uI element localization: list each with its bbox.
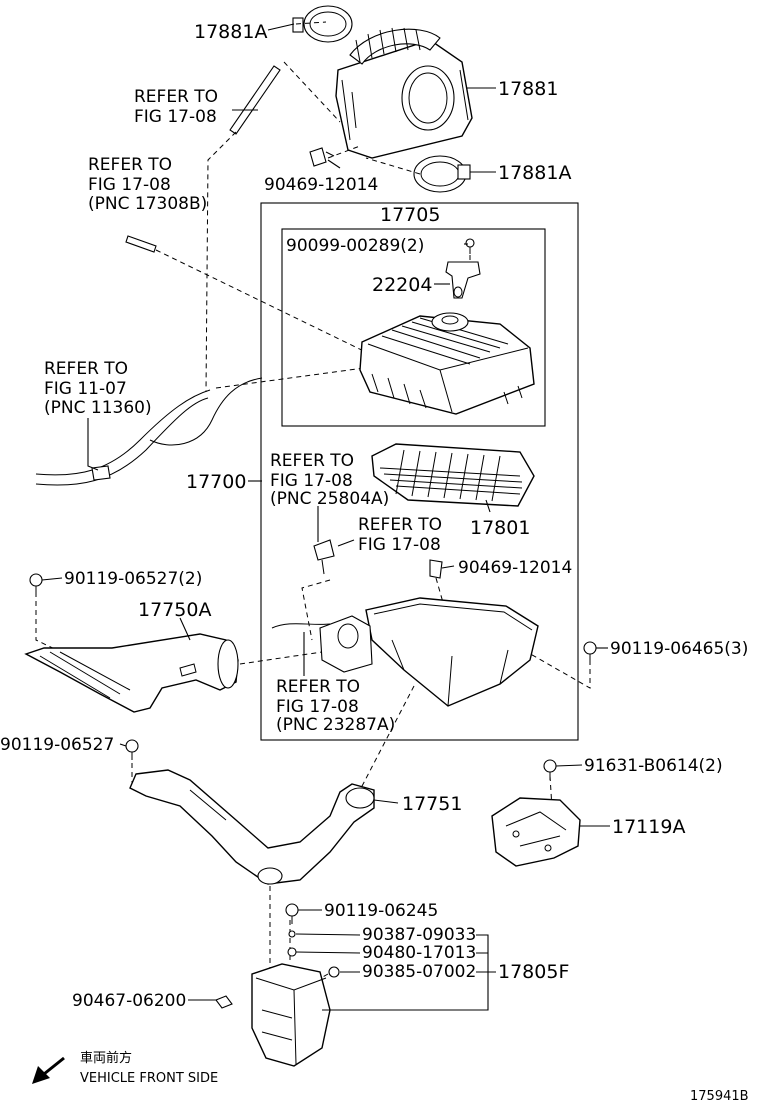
label-17801: 17801 — [470, 517, 530, 539]
clamp-17881a-top — [292, 5, 353, 43]
label-90385: 90385-07002 — [362, 962, 476, 982]
label-refer-f-line3: (PNC 23287A) — [276, 715, 395, 735]
refer-hose-a — [229, 65, 281, 135]
label-front-jp: 車両前方 — [80, 1050, 132, 1066]
label-refer-a-line2: FIG 17-08 — [134, 107, 217, 127]
label-90469-top: 90469-12014 — [264, 175, 378, 195]
bolt-90119-06527 — [125, 739, 139, 760]
harness-refer-c — [35, 377, 263, 486]
label-refer-e-line2: FIG 17-08 — [358, 535, 441, 555]
label-refer-c-line1: REFER TO — [44, 359, 128, 379]
label-17881a-top: 17881A — [194, 21, 267, 43]
clip-90469-top — [309, 147, 335, 167]
label-17700: 17700 — [186, 471, 246, 493]
assembly-line-4 — [155, 249, 375, 357]
screw-90099 — [465, 238, 475, 254]
refer-hose-b — [125, 235, 157, 253]
air-cleaner-case — [271, 597, 539, 707]
label-17750a: 17750A — [138, 599, 211, 621]
assembly-line-15 — [359, 685, 415, 791]
assembly-line-6 — [327, 145, 361, 159]
assembly-line-9 — [35, 592, 141, 691]
label-front-en: VEHICLE FRONT SIDE — [80, 1071, 218, 1086]
clamp-17881a-mid — [413, 155, 471, 193]
clip-90469-mid — [429, 559, 443, 579]
label-90119-06465: 90119-06465(3) — [610, 639, 748, 659]
label-90469-mid: 90469-12014 — [458, 558, 572, 578]
assembly-box-17705 — [281, 228, 546, 427]
label-refer-b-line1: REFER TO — [88, 155, 172, 175]
label-90099: 90099-00289(2) — [286, 236, 424, 256]
assembly-line-7 — [365, 157, 421, 175]
label-17751: 17751 — [402, 793, 462, 815]
label-91631: 91631-B0614(2) — [584, 756, 723, 776]
bolt-90119-06465 — [583, 641, 597, 662]
bolt-90119-06527-2 — [29, 573, 43, 594]
hardware-90119-06245 — [285, 903, 299, 924]
label-17805f: 17805F — [498, 961, 569, 983]
air-filter-element-17801 — [371, 443, 535, 507]
label-90480: 90480-17013 — [362, 943, 476, 963]
arrow-down-left-icon — [32, 1056, 65, 1084]
assembly-line-5 — [215, 367, 365, 389]
label-refer-c-line3: (PNC 11360) — [44, 398, 152, 418]
assembly-line-2 — [283, 61, 341, 123]
label-90467: 90467-06200 — [72, 991, 186, 1011]
hose-17881 — [335, 27, 473, 159]
assembly-line-10 — [239, 651, 323, 665]
label-17705: 17705 — [380, 204, 440, 226]
label-refer-a-line1: REFER TO — [134, 87, 218, 107]
label-refer-f-line2: FIG 17-08 — [276, 697, 359, 717]
label-90119-06245: 90119-06245 — [324, 901, 438, 921]
label-22204: 22204 — [372, 274, 432, 296]
assembly-line-11 — [301, 579, 331, 641]
hardware-90467 — [215, 995, 233, 1009]
label-refer-d-line1: REFER TO — [270, 451, 354, 471]
assembly-box-17700 — [260, 202, 579, 741]
label-refer-b-line3: (PNC 17308B) — [88, 194, 207, 214]
duct-17751 — [129, 769, 375, 885]
hardware-90385 — [328, 966, 340, 978]
label-refer-d-line2: FIG 17-08 — [270, 471, 353, 491]
hardware-90387 — [288, 930, 296, 938]
label-refer-d-line3: (PNC 25804A) — [270, 489, 389, 509]
label-figure-id: 175941B — [690, 1089, 749, 1104]
hardware-90480 — [287, 947, 297, 957]
assembly-line-13 — [519, 647, 591, 689]
clip-refer-e — [313, 539, 335, 575]
label-17881: 17881 — [498, 78, 558, 100]
assembly-line-12 — [435, 577, 445, 607]
bolt-91631 — [543, 759, 557, 780]
label-refer-b-line2: FIG 17-08 — [88, 175, 171, 195]
label-refer-c-line2: FIG 11-07 — [44, 379, 127, 399]
duct-17750a — [24, 633, 239, 713]
bracket-17119a — [491, 797, 581, 867]
label-refer-f-line1: REFER TO — [276, 677, 360, 697]
label-17881a-mid: 17881A — [498, 162, 571, 184]
sensor-22204 — [445, 261, 481, 299]
label-refer-e-line1: REFER TO — [358, 515, 442, 535]
label-90387: 90387-09033 — [362, 925, 476, 945]
assembly-line-3 — [205, 131, 237, 393]
label-90119-06527: 90119-06527 — [0, 735, 114, 755]
resonator-17805f — [251, 963, 331, 1067]
label-90119-06527-2: 90119-06527(2) — [64, 569, 202, 589]
air-cleaner-cap-17705 — [359, 312, 535, 415]
label-17119a: 17119A — [612, 816, 685, 838]
leader-lines — [41, 23, 610, 1011]
